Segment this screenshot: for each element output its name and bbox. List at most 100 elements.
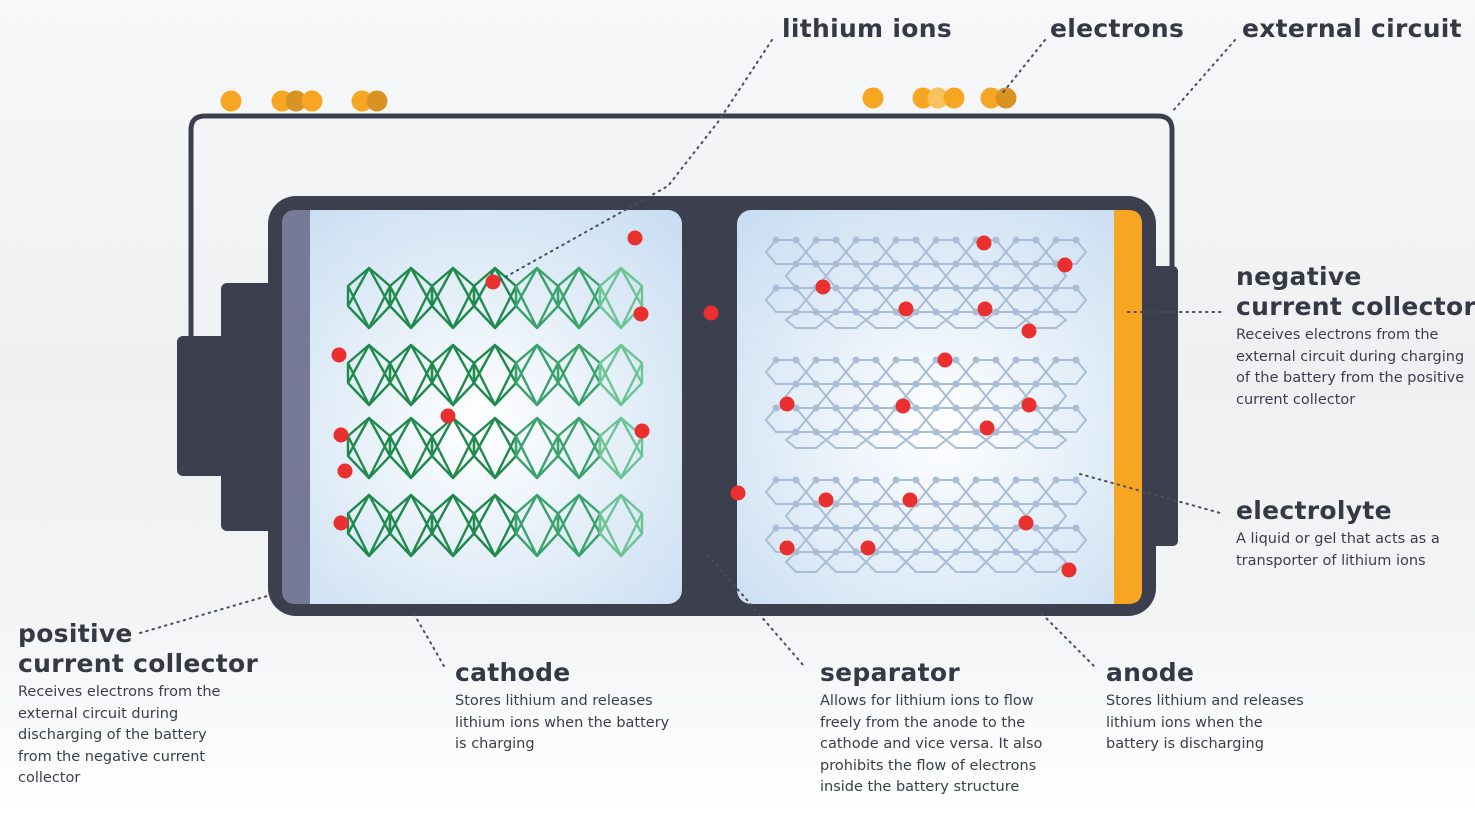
lithium-ion-dot — [815, 279, 831, 295]
anode-atom — [912, 356, 920, 364]
anode-atom — [1052, 380, 1060, 388]
positive-collector-description: Receives electrons from the external cir… — [18, 684, 221, 786]
anode-atom — [992, 548, 1000, 556]
anode-atom — [912, 284, 920, 292]
cathode-title: cathode — [455, 658, 571, 687]
electrons-group — [220, 87, 1017, 112]
positive-terminal-tip — [177, 336, 233, 476]
anode-atom — [872, 260, 880, 268]
cathode-cell-brace — [472, 416, 518, 480]
anode-atom — [1012, 500, 1020, 508]
anode-atom — [812, 236, 820, 244]
anode-atom — [812, 476, 820, 484]
anode-atom — [852, 308, 860, 316]
anode-atom — [912, 524, 920, 532]
label-electrons: electrons — [1050, 14, 1184, 44]
cathode-cell-brace — [388, 416, 434, 480]
anode-atom — [832, 404, 840, 412]
cathode-cell-brace — [514, 343, 560, 407]
lithium-ion-dot — [485, 274, 501, 290]
anode-atom — [932, 476, 940, 484]
lithium-ion-dot — [440, 408, 456, 424]
anode-atom — [892, 428, 900, 436]
cathode-cell-brace — [514, 266, 560, 330]
cathode-layer — [346, 266, 644, 330]
anode-atom — [892, 356, 900, 364]
anode-atom — [1032, 380, 1040, 388]
anode-atom — [1012, 260, 1020, 268]
anode-atom — [852, 428, 860, 436]
cathode-cell-brace — [472, 343, 518, 407]
electron-dot — [912, 87, 934, 109]
electrolyte-title: electrolyte — [1236, 496, 1392, 525]
anode-atom — [892, 380, 900, 388]
anode-atom — [1052, 524, 1060, 532]
anode-atom — [1032, 308, 1040, 316]
anode-atom — [992, 236, 1000, 244]
anode-atom — [792, 428, 800, 436]
leader-electrons — [1000, 39, 1046, 96]
anode-atom — [972, 500, 980, 508]
lithium-ion-dot — [1061, 562, 1077, 578]
label-external-circuit: external circuit — [1242, 14, 1462, 44]
anode-atom — [1052, 548, 1060, 556]
lithium-ion-dot — [627, 230, 643, 246]
anode-atom — [952, 260, 960, 268]
anode-atom — [952, 308, 960, 316]
cathode-description: Stores lithium and releases lithium ions… — [455, 693, 670, 752]
anode-atom — [912, 476, 920, 484]
lithium-ion-dot — [1057, 257, 1073, 273]
leader-positive-collector — [139, 593, 275, 634]
label-separator: separator Allows for lithium ions to flo… — [820, 658, 1062, 799]
electron-dot — [285, 90, 307, 112]
external-circuit-title: external circuit — [1242, 14, 1462, 43]
anode-atom — [1052, 500, 1060, 508]
anode-atom — [852, 500, 860, 508]
anode-atom — [832, 500, 840, 508]
anode-atom — [832, 284, 840, 292]
anode-atom — [1032, 548, 1040, 556]
anode-atom — [812, 548, 820, 556]
cathode-cell-brace — [430, 493, 476, 558]
cathode-cell-brace — [556, 416, 602, 480]
anode-atom — [912, 236, 920, 244]
anode-atom — [1072, 236, 1080, 244]
lithium-ion-dot — [895, 398, 911, 414]
lithium-ion-dot — [1021, 323, 1037, 339]
positive-collector-title-1: positive — [18, 619, 133, 648]
anode-atom — [812, 500, 820, 508]
anode-atom — [972, 380, 980, 388]
anode-atom — [812, 308, 820, 316]
cathode-cell-brace — [346, 493, 392, 558]
anode-atom — [932, 236, 940, 244]
anode-atom — [832, 380, 840, 388]
anode-atom — [832, 356, 840, 364]
anode-atom — [892, 548, 900, 556]
anode-atom — [952, 548, 960, 556]
electron-dot — [862, 87, 884, 109]
anode-atom — [972, 524, 980, 532]
cathode-cell-brace — [598, 416, 644, 480]
anode-atom — [792, 404, 800, 412]
cathode-layer — [346, 343, 644, 407]
cathode-structure — [346, 266, 644, 558]
anode-atom — [1012, 548, 1020, 556]
anode-atom — [952, 500, 960, 508]
anode-atom — [932, 308, 940, 316]
electrons-title: electrons — [1050, 14, 1185, 43]
anode-atom — [912, 548, 920, 556]
anode-atom — [1072, 356, 1080, 364]
anode-atom — [832, 308, 840, 316]
electron-dot — [351, 90, 373, 112]
anode-atom — [792, 500, 800, 508]
anode-atom — [932, 428, 940, 436]
anode-atom — [852, 236, 860, 244]
anode-atom — [872, 476, 880, 484]
lithium-ion-dot — [1021, 397, 1037, 413]
anode-atom — [852, 380, 860, 388]
anode-atom — [772, 404, 780, 412]
lithium-ions-group — [331, 230, 1077, 578]
anode-atom — [832, 260, 840, 268]
anode-atom — [912, 308, 920, 316]
electrolyte-description: A liquid or gel that acts as a transport… — [1236, 531, 1440, 569]
